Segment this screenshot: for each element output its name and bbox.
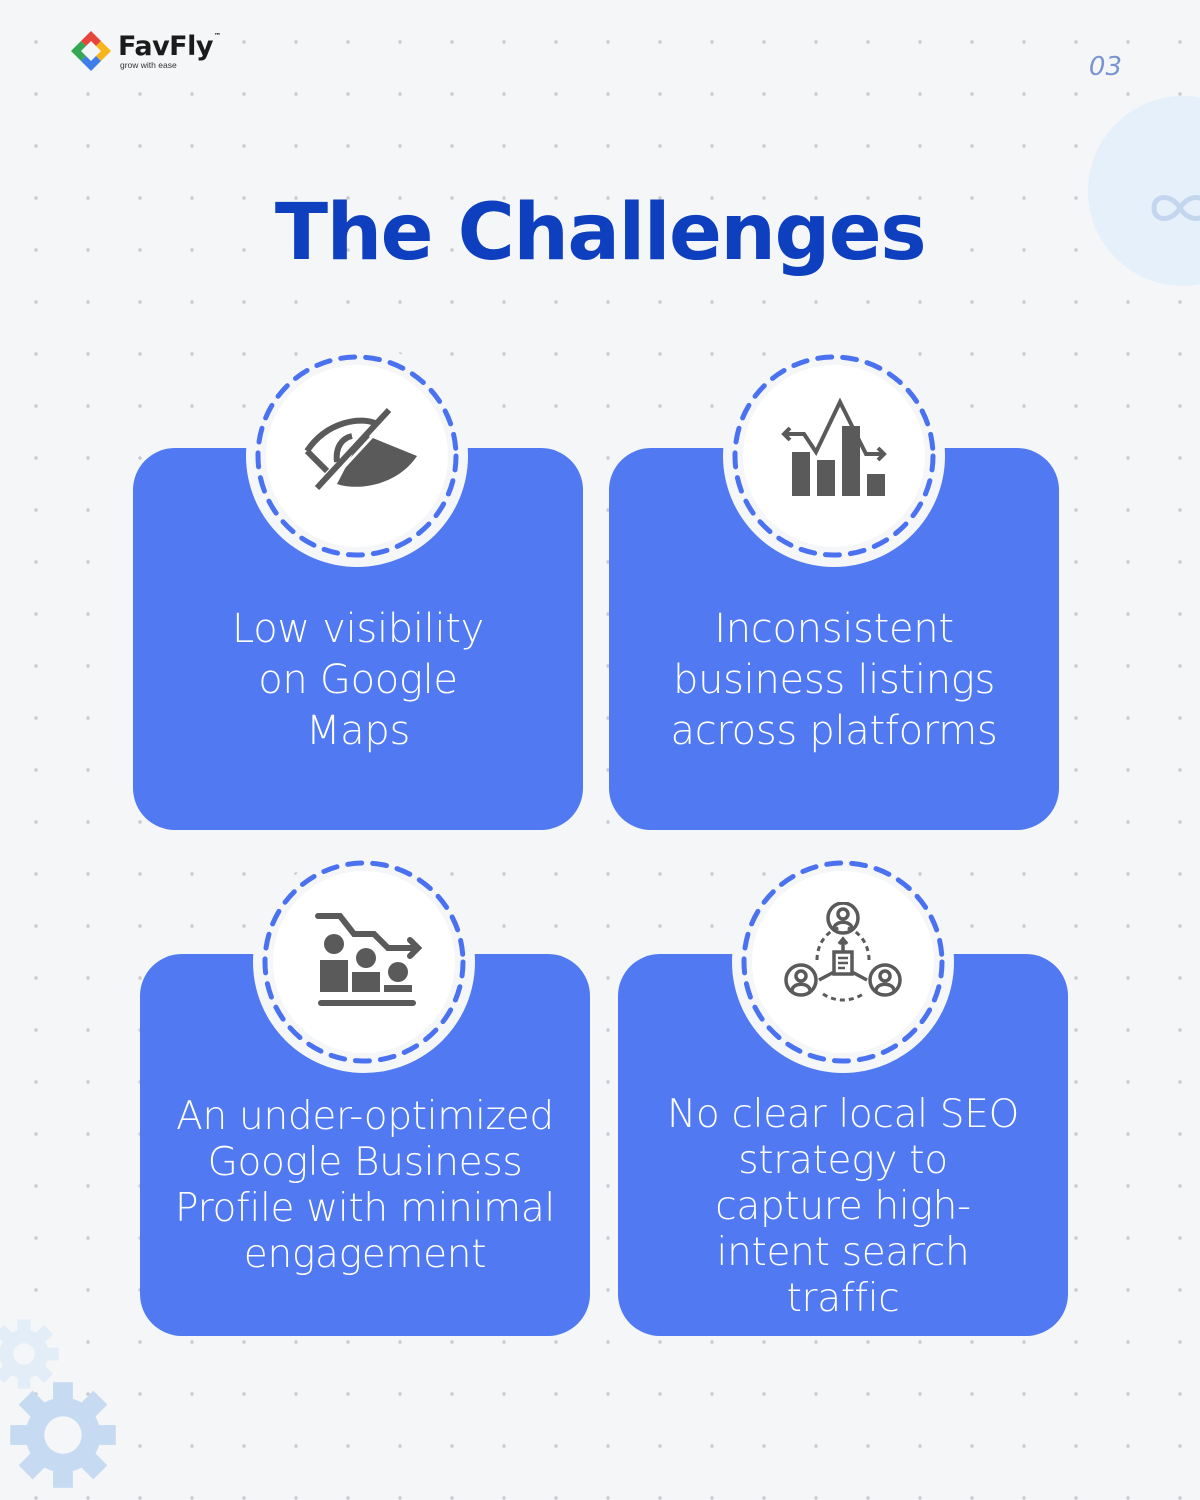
eye-slash-icon [304, 407, 417, 494]
icon-badge [732, 851, 954, 1073]
page-number: 03 [1088, 52, 1122, 82]
icon-badge [246, 345, 468, 567]
declining-engagement-icon [315, 913, 423, 1006]
bar-chart-trend-icon [781, 397, 887, 496]
brand-tagline: grow with ease [120, 59, 177, 70]
icon-badge [723, 345, 945, 567]
page-title: The Challenges [274, 188, 927, 278]
brand-name: FavFly™ [118, 30, 221, 62]
icon-badge [253, 851, 475, 1073]
logo-mark-icon [68, 28, 114, 74]
network-share-icon [784, 902, 902, 1002]
gear-icon [0, 1319, 59, 1389]
gear-icon [10, 1382, 116, 1488]
brand-logo: FavFly™ grow with ease [68, 28, 221, 74]
infinity-icon [1151, 195, 1200, 221]
